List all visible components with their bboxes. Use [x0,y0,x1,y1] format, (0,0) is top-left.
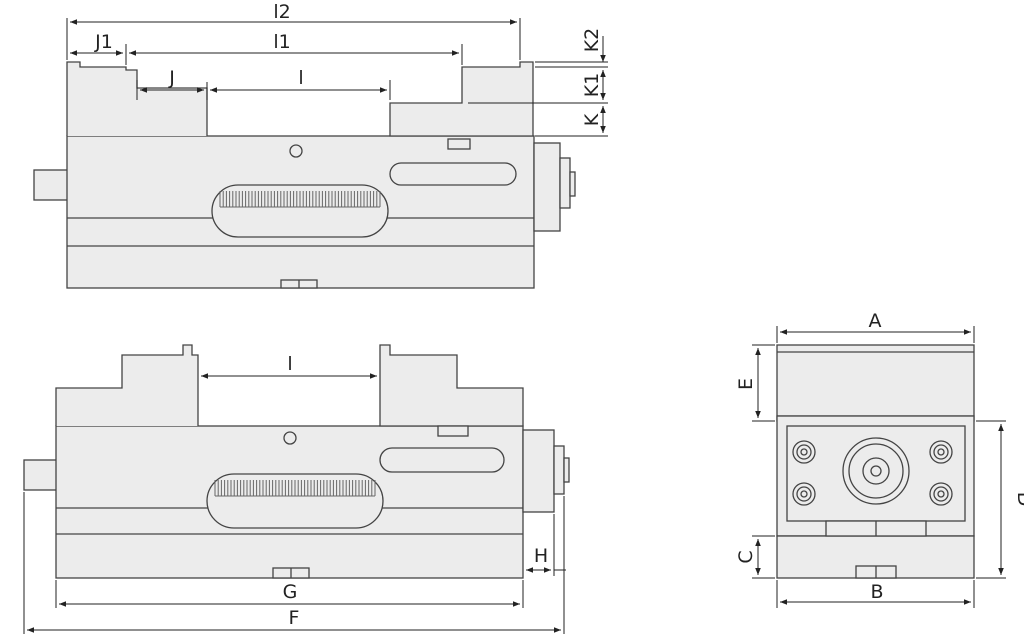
front-key [437,425,469,437]
front-left-handle [23,459,59,491]
label-l-front: l [287,353,292,375]
front-slot [379,447,505,473]
dimensions [23,18,1006,634]
left-handle [33,169,69,201]
top-key [447,138,471,150]
label-d: D [1013,492,1024,507]
label-c: C [735,550,757,563]
center-boss [842,437,910,505]
label-f: F [289,607,300,629]
top-slot [389,162,517,186]
label-k: K [581,113,603,126]
right-block [533,142,561,232]
label-k2: K2 [581,28,603,53]
top-view [33,61,576,289]
label-e: E [735,378,757,390]
right-knob [559,157,571,209]
side-top [776,344,975,422]
front-right-block [522,429,555,513]
label-l2: l2 [273,1,290,23]
front-jaws [55,344,524,427]
label-l1: l1 [273,31,290,53]
bolt-br [929,482,953,506]
knurl-front [214,480,376,497]
label-b: B [870,581,883,603]
bolt-bl [792,482,816,506]
front-view [23,344,570,579]
pin-hole [289,144,303,158]
label-g: G [283,581,298,603]
label-j: J [168,67,175,89]
knurl-top [219,191,381,208]
label-k1: K1 [581,73,603,98]
bolt-tl [792,440,816,464]
side-view [776,344,975,579]
label-l: l [298,67,303,89]
labels: l2 J1 l1 J l K2 K1 K l H G F A B E C D [94,1,1024,629]
knurl-outline [211,184,389,238]
label-a: A [869,310,882,332]
front-knurl-outline [206,473,384,529]
bolt-tr [929,440,953,464]
label-h: H [534,545,548,567]
front-pin-hole [283,431,297,445]
label-j1: J1 [94,31,113,53]
